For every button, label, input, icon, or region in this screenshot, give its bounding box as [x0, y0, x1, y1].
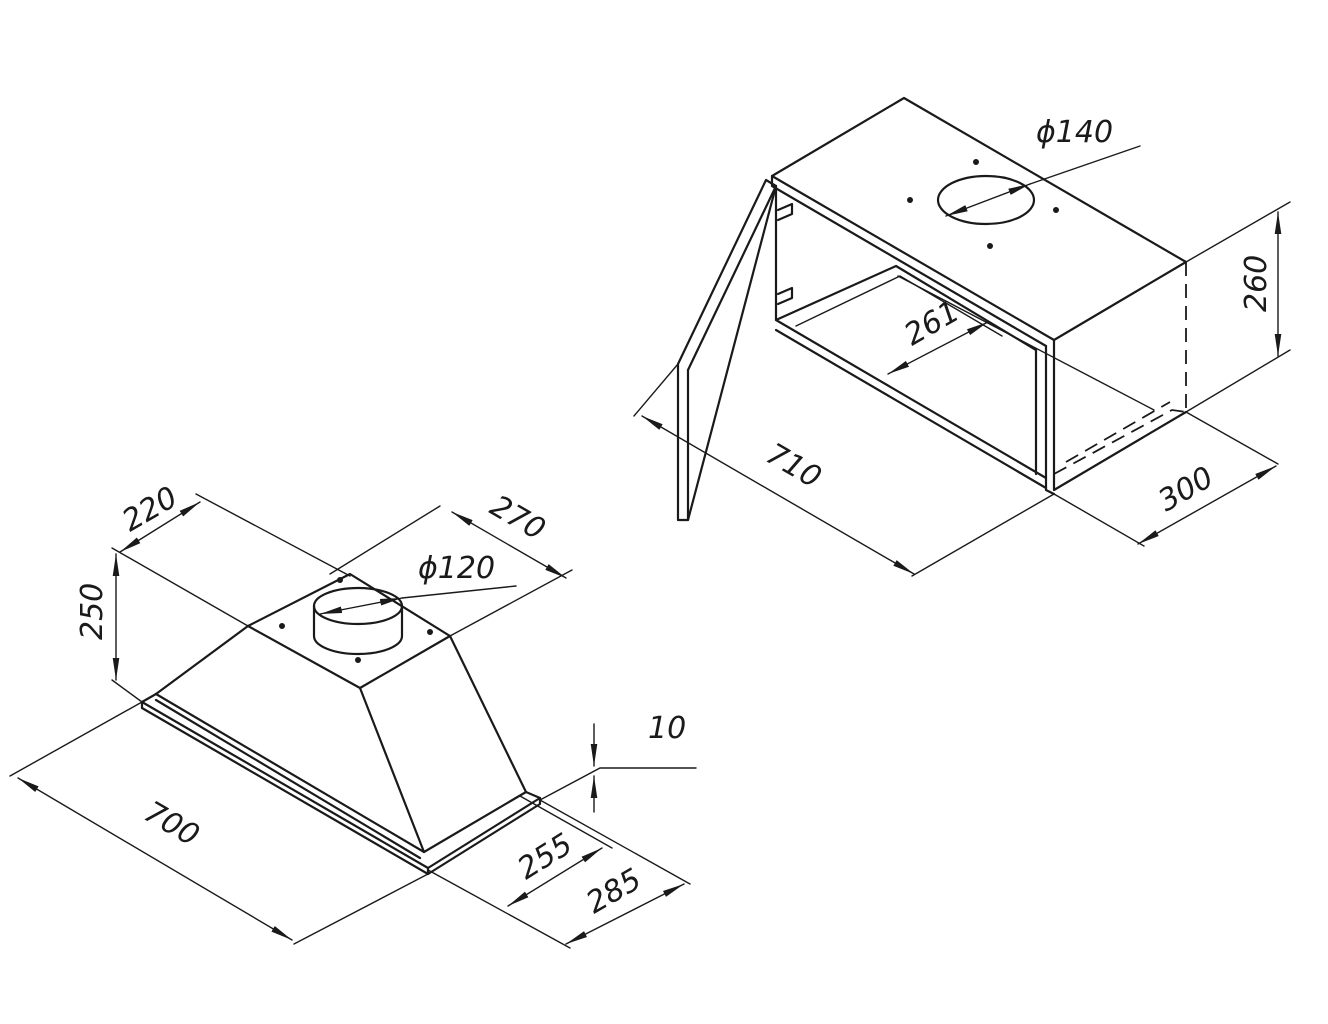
- dim-label-220: 220: [117, 480, 184, 539]
- extension-line: [911, 493, 1055, 577]
- screw-hole-icon: [279, 623, 285, 629]
- screw-hole-icon: [355, 657, 361, 663]
- extension-line: [539, 799, 691, 885]
- dimension-line-261: [887, 321, 989, 375]
- dim-label-250: 250: [75, 583, 110, 640]
- extension-line: [1185, 411, 1279, 465]
- extension-line: [1053, 493, 1145, 547]
- cabinet-top-face: [770, 96, 1188, 348]
- dim-label-700: 700: [138, 795, 205, 854]
- dimension-line-270: [451, 511, 567, 579]
- dim-label-10: 10: [648, 711, 686, 746]
- hinge-icon: [776, 286, 794, 306]
- dimension-line-255: [507, 847, 603, 907]
- dimension-line-d140: [945, 183, 1031, 217]
- dimension-line-700: [17, 777, 293, 941]
- leader-line: [539, 767, 697, 801]
- screw-hole-icon: [973, 159, 979, 165]
- dim-label-710: 710: [760, 437, 827, 496]
- cabinet-side-face: [1044, 262, 1188, 496]
- hinge-icon: [776, 202, 794, 222]
- extension-line: [633, 363, 679, 417]
- screw-hole-icon: [1053, 207, 1059, 213]
- dim-label-300: 300: [1153, 460, 1220, 519]
- dim-label-255: 255: [512, 827, 579, 887]
- screw-hole-icon: [337, 577, 343, 583]
- cabinet-door: [676, 178, 778, 522]
- screw-hole-icon: [907, 197, 913, 203]
- screw-hole-icon: [427, 629, 433, 635]
- extension-line: [329, 505, 441, 575]
- hood-outlet-pipe: [312, 586, 404, 656]
- extension-line: [1185, 201, 1291, 263]
- extension-line: [195, 493, 351, 577]
- cabinet-outlet-hole: [936, 174, 1036, 226]
- leader-line: [401, 585, 517, 599]
- dim-label-d140: ϕ140: [1036, 115, 1113, 150]
- dim-label-260: 260: [1239, 255, 1274, 312]
- dim-label-270: 270: [484, 489, 551, 548]
- dimension-line-285: [565, 883, 685, 945]
- dimension-line-220: [119, 501, 201, 553]
- extension-line: [519, 795, 613, 849]
- extension-line: [1185, 349, 1291, 413]
- extension-line: [449, 569, 573, 637]
- leader-line: [1029, 145, 1141, 185]
- built-in-hood-drawing: 220 270 250 ϕ120 700 10 255 285: [9, 480, 697, 949]
- dimension-line-710: [641, 415, 915, 575]
- dimension-line-d120: [319, 597, 403, 615]
- extension-line: [293, 873, 429, 945]
- extension-line: [9, 701, 143, 777]
- cabinet-front-opening: [774, 184, 1187, 490]
- extension-line: [111, 679, 143, 703]
- screw-hole-icon: [987, 243, 993, 249]
- dimension-line-300: [1137, 465, 1277, 545]
- extension-line: [111, 547, 249, 627]
- hood-body: [154, 572, 528, 854]
- dim-label-285: 285: [581, 862, 648, 921]
- extension-line: [427, 869, 571, 949]
- hood-bottom-plate: [140, 692, 542, 876]
- dim-label-d120: ϕ120: [418, 551, 495, 586]
- cabinet-box-drawing: ϕ140 260 261 710 300: [633, 96, 1291, 577]
